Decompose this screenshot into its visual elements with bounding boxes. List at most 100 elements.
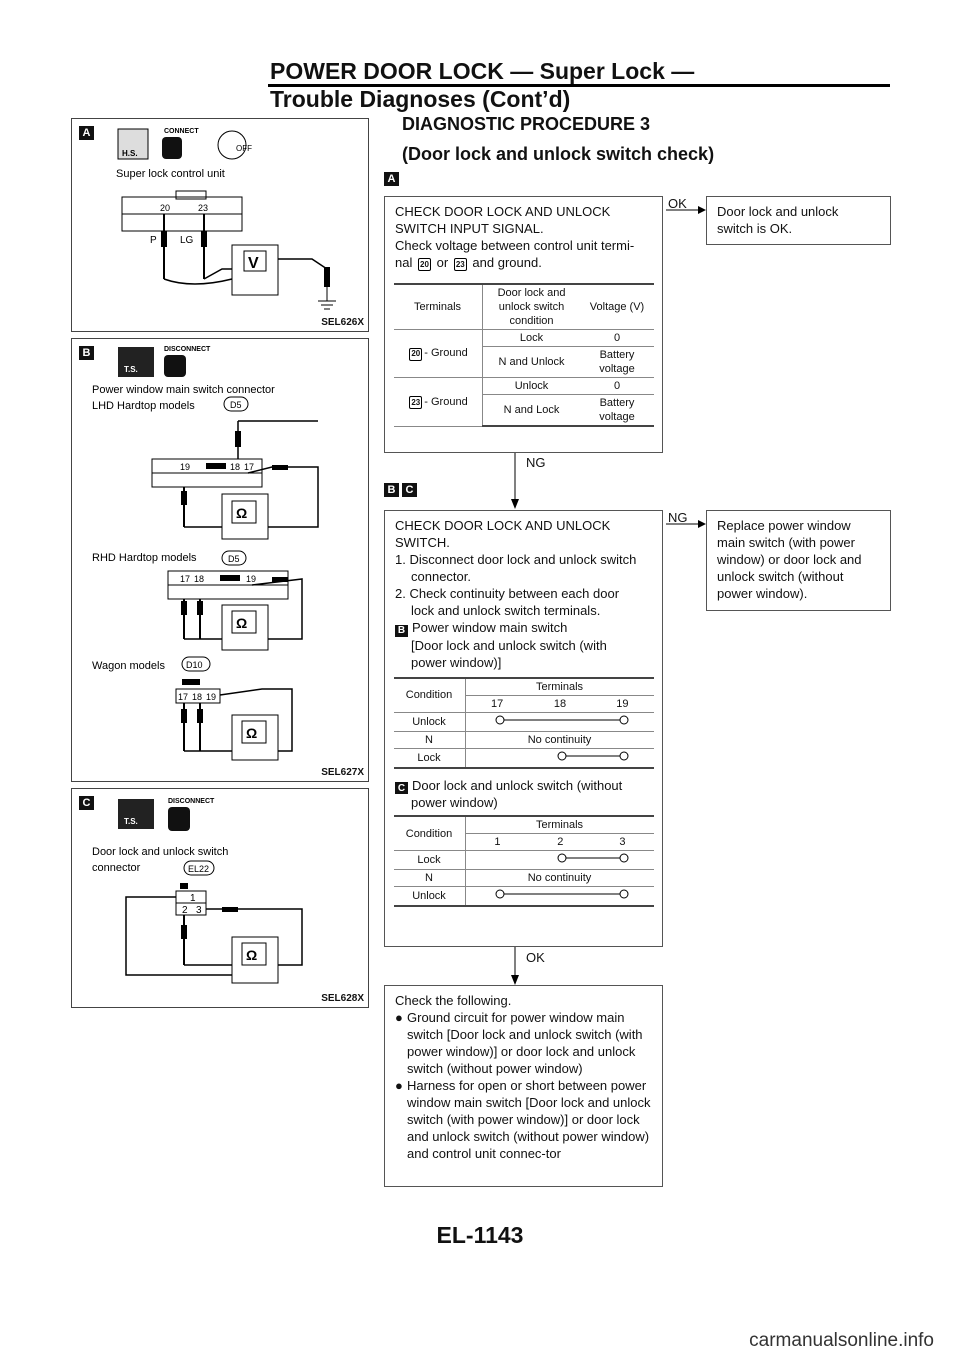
result-ng-line5: power window). [717, 586, 808, 601]
tc-col-2: 2 [529, 833, 592, 851]
th-terminals: Terminals [393, 283, 482, 330]
step2-line5: 2. Check continuity between each door [395, 586, 620, 601]
tc-col-1: 1 [464, 833, 530, 851]
figure-a-diagram: H.S. CONNECT OFF Super lock control unit… [116, 128, 336, 310]
tc-col-3: 3 [591, 833, 654, 851]
row-pin23-term: - Ground [424, 395, 468, 408]
step3-bullet2-text: Harness for open or short between power … [407, 1078, 651, 1161]
meter-v: V [248, 255, 259, 272]
procedure-title: DIAGNOSTIC PROCEDURE 3 [402, 114, 651, 134]
result-ng-line1: Replace power window [717, 518, 851, 533]
step2-inline-badge-c: C [395, 782, 408, 794]
unit-label: Super lock control unit [116, 168, 225, 180]
tb-col-19: 19 [591, 695, 654, 713]
figure-c: C T.S. DISCONNECT Door lock and unlock s… [71, 788, 369, 1008]
step3-bullet1-text: Ground circuit for power window main swi… [407, 1010, 643, 1076]
step2-ok-arrow [511, 947, 519, 985]
tb-row-n: N [393, 731, 465, 749]
figure-a: A H.S. CONNECT OFF Super lock control un… [71, 118, 369, 332]
ohm-b2: Ω [236, 615, 247, 631]
page-number: EL-1143 [436, 1222, 524, 1248]
ohm-c: Ω [246, 947, 257, 963]
row-pin20-term: - Ground [424, 347, 468, 360]
step3-bullet2: ● Harness for open or short between powe… [395, 1077, 652, 1162]
result-ng-box: Replace power window main switch (with p… [706, 510, 891, 611]
step2-ok-label: OK [526, 950, 545, 965]
disconnect-label-c: DISCONNECT [168, 798, 215, 805]
step1-l4-post: and ground. [472, 255, 542, 270]
pin-20: 20 [160, 203, 170, 213]
pin-23-badge: 23 [453, 258, 467, 271]
step1-box: CHECK DOOR LOCK AND UNLOCK SWITCH INPUT … [384, 196, 663, 453]
figure-c-diagram: T.S. DISCONNECT Door lock and unlock swi… [92, 798, 303, 984]
step1-ok-arrow [666, 206, 706, 214]
pin-c3: 3 [196, 905, 202, 916]
cell-n-unlock-volt: Battery voltage [580, 346, 654, 378]
conn-label-c2: connector [92, 862, 141, 874]
cell-lock-volt: 0 [580, 329, 654, 347]
continuity-table-b: Condition Terminals 17 18 19 Unlock N No… [393, 676, 654, 769]
tc-row-unlock: Unlock [393, 886, 465, 907]
cell-n-lock-volt: Battery voltage [580, 394, 654, 427]
tb-condition: Condition [393, 676, 465, 713]
tc-lock-continuity [464, 850, 654, 870]
conn-label-b1: Power window main switch connector [92, 384, 275, 396]
tb-terminals: Terminals [464, 676, 654, 696]
step3-box: Check the following. ● Ground circuit fo… [384, 985, 663, 1187]
pins3-17: 17 [178, 692, 188, 702]
step2-badge-b: B [384, 483, 399, 497]
step1-line1: CHECK DOOR LOCK AND UNLOCK [395, 204, 611, 219]
step2-badge-c: C [402, 483, 417, 497]
bullet-icon: ● [395, 1010, 403, 1025]
tc-row-lock: Lock [393, 850, 465, 870]
conn-label-b3: RHD Hardtop models [92, 552, 197, 564]
step2-ng-label: NG [668, 510, 688, 525]
pin-23: 23 [198, 203, 208, 213]
conn-label-b4: Wagon models [92, 660, 165, 672]
result-ok-line2: switch is OK. [717, 221, 793, 236]
step3-bullet1: ● Ground circuit for power window main s… [395, 1009, 652, 1077]
tb-col-18: 18 [528, 695, 592, 713]
pins3-19: 19 [206, 692, 216, 702]
step1-line3: Check voltage between control unit termi… [395, 238, 635, 253]
step2-inline-badge-b: B [395, 624, 408, 637]
ts-label-c: T.S. [124, 817, 138, 826]
section-header: POWER DOOR LOCK — Super Lock — [270, 58, 695, 84]
th-condition: Door lock and unlock switch condition [481, 283, 581, 330]
step1-l4-pre: nal [395, 255, 413, 270]
hs-label: H.S. [122, 149, 138, 158]
cell-unlock-volt: 0 [580, 377, 654, 395]
figure-b-code: SEL627X [321, 767, 364, 778]
ohm-b3: Ω [246, 725, 257, 741]
result-ok-box: Door lock and unlock switch is OK. [706, 196, 891, 245]
off-label: OFF [236, 144, 252, 153]
figure-b-diagram: T.S. DISCONNECT Power window main switch… [92, 346, 319, 761]
figure-b-badge: B [79, 346, 94, 360]
step1-line2: SWITCH INPUT SIGNAL. [395, 221, 544, 236]
pins2-19: 19 [246, 574, 256, 584]
pin-c1: 1 [190, 893, 196, 904]
tc-row-n: N [393, 869, 465, 887]
step1-ok-label: OK [668, 196, 687, 211]
pin-20-badge: 20 [417, 258, 431, 271]
step2-box: CHECK DOOR LOCK AND UNLOCK SWITCH. 1. Di… [384, 510, 663, 947]
step2-c-line2: power window) [411, 795, 498, 810]
bullet-icon: ● [395, 1078, 403, 1093]
pin-20-cell: 20 [409, 347, 423, 361]
header-rule [268, 84, 890, 87]
figure-a-badge: A [79, 126, 94, 140]
cell-n-unlock: N and Unlock [481, 346, 581, 378]
result-ng-line4: unlock switch (without [717, 569, 844, 584]
result-ng-line2: main switch (with power [717, 535, 855, 550]
tb-lock-continuity [464, 748, 654, 769]
pin-c2: 2 [182, 905, 188, 916]
ts-label-b: T.S. [124, 365, 138, 374]
figure-b: B T.S. DISCONNECT Power window main swit… [71, 338, 369, 782]
tc-condition: Condition [393, 815, 465, 851]
cell-unlock: Unlock [481, 377, 581, 395]
step1-line4: nal 20 or 23 and ground. [395, 254, 652, 271]
watermark: carmanualsonline.info [749, 1330, 934, 1351]
tb-row-unlock: Unlock [393, 712, 465, 732]
figure-c-badge: C [79, 796, 94, 810]
